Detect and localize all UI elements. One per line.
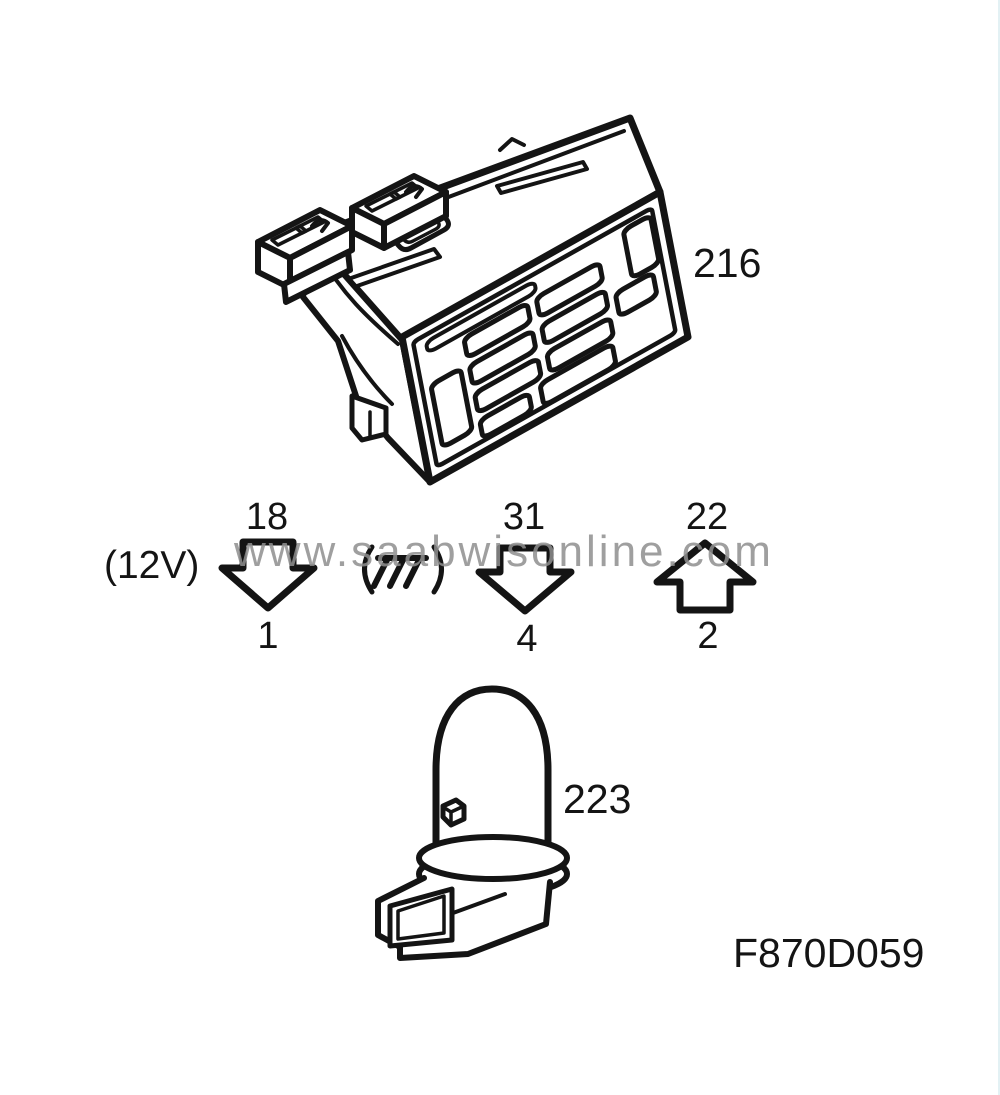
- figure-code: F870D059: [733, 930, 925, 976]
- paren-left: [362, 544, 375, 595]
- vent-slot: [426, 281, 536, 353]
- bulb-base-outline: [375, 875, 553, 961]
- watermark: www.saabwisonline.com: [234, 527, 774, 576]
- button: [541, 290, 608, 345]
- chassis-ground-icon: [362, 544, 444, 595]
- bulb-side-tab-edge: [441, 804, 466, 826]
- control-unit-drawing: [258, 118, 688, 482]
- unit-rim-notch: [498, 137, 526, 152]
- button: [474, 358, 541, 413]
- bulb-base-opening-inner: [396, 894, 446, 941]
- button: [536, 262, 603, 317]
- bulb-flange-upper: [416, 834, 570, 882]
- bulb-base-opening-outer: [387, 886, 455, 949]
- terminal-number-label: 2: [697, 615, 719, 657]
- terminal-number-label: 4: [516, 618, 538, 660]
- button: [431, 368, 473, 447]
- button: [540, 344, 616, 406]
- latch-hook: [404, 184, 424, 199]
- unit-connector-block-2: [349, 173, 449, 251]
- ground-stroke: [387, 555, 407, 589]
- control-unit-label: 216: [693, 240, 762, 286]
- arrow-up-icon: [653, 539, 757, 614]
- button: [469, 330, 536, 385]
- bulb-base-crease: [451, 892, 507, 915]
- button: [480, 393, 533, 439]
- unit-front-buttons: [413, 208, 676, 467]
- bulb-drawing: [375, 685, 570, 961]
- pin-number-label: 22: [685, 496, 729, 538]
- bulb-glass: [432, 685, 552, 862]
- paren-right: [431, 544, 444, 595]
- supply-voltage-label: (12V): [104, 544, 200, 587]
- pin-number-label: 31: [502, 496, 546, 538]
- ground-stroke: [371, 555, 391, 589]
- arrow-down-icon: [475, 544, 575, 615]
- pin-number-label: 18: [245, 496, 289, 538]
- terminal-number-label: 1: [257, 615, 279, 657]
- bulb-label: 223: [563, 776, 632, 822]
- button: [623, 215, 659, 278]
- latch-hook: [310, 218, 330, 233]
- button: [547, 317, 614, 372]
- ground-stroke: [403, 555, 423, 589]
- unit-flank-contour2: [340, 334, 394, 406]
- arrow-down-icon: [218, 538, 318, 612]
- unit-top-slot-right: [495, 160, 589, 195]
- button: [464, 303, 531, 358]
- button: [615, 272, 657, 316]
